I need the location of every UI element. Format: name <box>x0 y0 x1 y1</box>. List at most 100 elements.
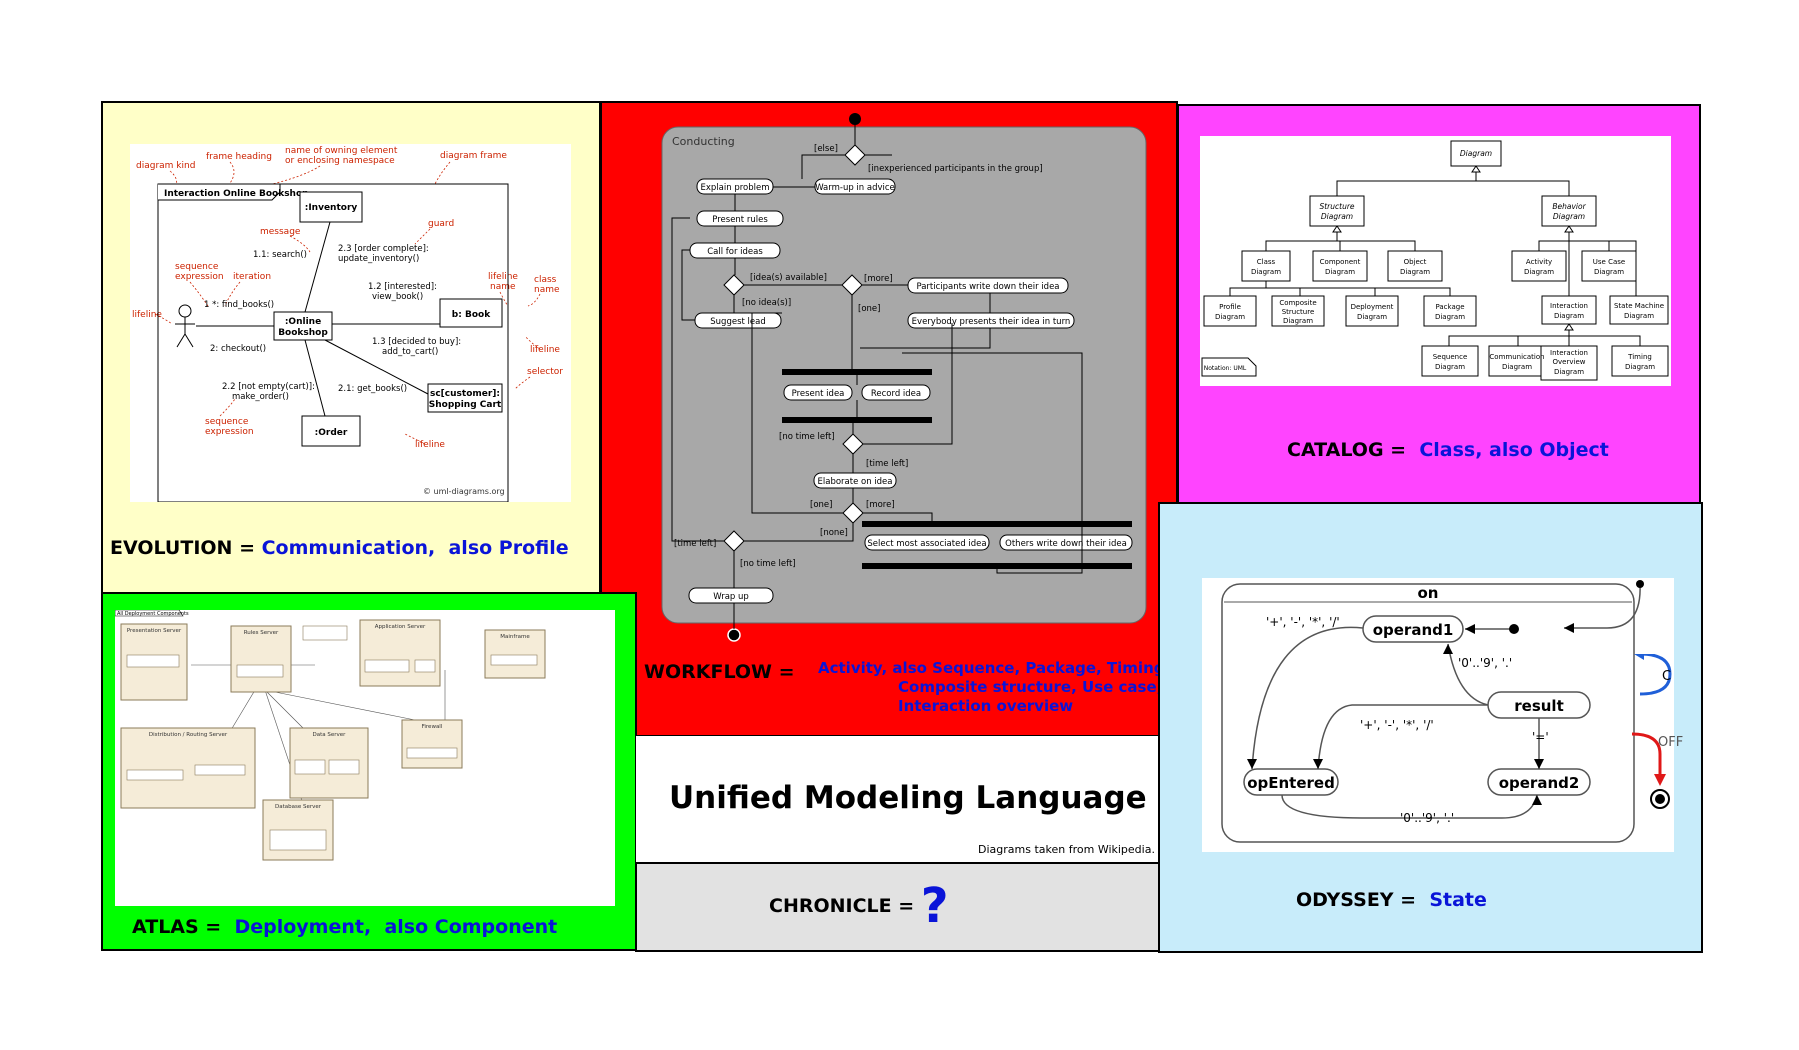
tr-ops-1: '+', '-', '*', '/' <box>1266 615 1340 629</box>
cls-io-2: Overview <box>1553 358 1586 366</box>
dep-mainframe: Mainframe <box>500 634 530 640</box>
tr-digits-2: '0'..'9', '.' <box>1400 811 1454 825</box>
dep-database: Database Server <box>275 804 322 810</box>
workflow-line1: Activity, also Sequence, Package, Timing… <box>818 659 1171 677</box>
evolution-primary: Communication, <box>261 537 436 559</box>
state-operand2: operand2 <box>1499 774 1580 792</box>
cls-class-2: Diagram <box>1251 268 1281 276</box>
state-outer-transitions: C OFF <box>1631 654 1683 809</box>
dep-presentation: Presentation Server <box>127 628 182 634</box>
cls-object-1: Object <box>1404 258 1427 266</box>
cls-sequence-2: Diagram <box>1435 363 1465 371</box>
obj-sc: sc[customer]: <box>430 389 500 399</box>
act-record-idea: Record idea <box>871 389 921 399</box>
ann-seq-4: expression <box>205 427 254 437</box>
cls-activity-1: Activity <box>1526 258 1552 266</box>
state-diagram: on operand1 result opEntered operand2 <box>1202 578 1674 852</box>
g-inexperienced: [inexperienced participants in the group… <box>868 164 1043 174</box>
dep-distribution: Distribution / Routing Server <box>149 732 228 738</box>
tr-ops-2: '+', '-', '*', '/' <box>1360 718 1434 732</box>
atlas-caption: ATLAS = Deployment, also Component <box>132 916 557 938</box>
ann-seq-1: sequence <box>175 262 219 272</box>
obj-book: b: Book <box>452 310 491 320</box>
act-elaborate: Elaborate on idea <box>818 477 893 487</box>
act-wrap: Wrap up <box>713 592 749 602</box>
odyssey-eq: = <box>1393 889 1423 911</box>
cls-timing-1: Timing <box>1627 353 1652 361</box>
class-hierarchy-diagram: Diagram Structure Diagram Behavior Diagr… <box>1200 136 1671 386</box>
obj-bookshop: Bookshop <box>278 328 328 338</box>
chronicle-caption: CHRONICLE = ? <box>769 878 949 934</box>
act-explain: Explain problem <box>701 183 770 193</box>
cls-usecase-2: Diagram <box>1594 268 1624 276</box>
cls-io-1: Interaction <box>1550 349 1588 357</box>
evolution-name: EVOLUTION <box>110 537 233 559</box>
ann-diagram-frame: diagram frame <box>440 151 507 161</box>
cls-activity-2: Diagram <box>1524 268 1554 276</box>
dep-frame: All Deployment Components <box>117 611 189 617</box>
cls-object-2: Diagram <box>1400 268 1430 276</box>
cls-communication-2: Diagram <box>1502 363 1532 371</box>
act-call-ideas: Call for ideas <box>707 247 763 257</box>
ann-guard: guard <box>428 219 454 229</box>
odyssey-panel: on operand1 result opEntered operand2 <box>1158 502 1703 953</box>
msg-2-3a: 2.3 [order complete]: <box>338 244 429 254</box>
cls-notation: Notation: UML <box>1204 365 1247 372</box>
cls-component-2: Diagram <box>1325 268 1355 276</box>
class-hierarchy-svg: Diagram Structure Diagram Behavior Diagr… <box>1201 140 1669 381</box>
dep-rules: Rules Server <box>244 630 279 636</box>
atlas-name: ATLAS <box>132 916 199 938</box>
ann-name-1: name <box>490 282 516 292</box>
communication-diagram: diagram kind frame heading name of ownin… <box>130 144 571 502</box>
catalog-caption: CATALOG = Class, also Object <box>1287 439 1609 461</box>
activity-diagram: Conducting <box>661 113 1147 642</box>
act-present-rules: Present rules <box>712 215 768 225</box>
catalog-eq: = <box>1383 439 1413 461</box>
obj-inventory: :Inventory <box>305 203 358 213</box>
cls-deployment-1: Deployment <box>1351 303 1394 311</box>
cls-communication-1: Communication <box>1489 353 1544 361</box>
cls-deployment-2: Diagram <box>1357 313 1387 321</box>
evolution-panel: diagram kind frame heading name of ownin… <box>101 101 601 596</box>
communication-diagram-svg: diagram kind frame heading name of ownin… <box>132 146 563 502</box>
ann-seq-2: expression <box>175 272 224 282</box>
ann-owning-2: or enclosing namespace <box>285 156 395 166</box>
g-none: [none] <box>820 528 848 538</box>
deployment-diagram: All Deployment Components <box>115 610 615 906</box>
odyssey-name: ODYSSEY <box>1296 889 1394 911</box>
catalog-name: CATALOG <box>1287 439 1384 461</box>
workflow-name: WORKFLOW <box>644 661 772 683</box>
cls-composite-3: Diagram <box>1283 317 1313 325</box>
atlas-primary: Deployment, <box>234 916 372 938</box>
msg-1-3a: 1.3 [decided to buy]: <box>372 337 461 347</box>
act-others: Others write down their idea <box>1005 539 1127 549</box>
act-present-idea: Present idea <box>792 389 845 399</box>
act-participants: Participants write down their idea <box>916 282 1059 292</box>
atlas-panel: All Deployment Components <box>101 592 637 951</box>
odyssey-caption: ODYSSEY = State <box>1296 889 1487 911</box>
cls-package-1: Package <box>1435 303 1464 311</box>
dep-data: Data Server <box>313 732 347 738</box>
cls-io-3: Diagram <box>1554 368 1584 376</box>
cls-statemachine-2: Diagram <box>1624 312 1654 320</box>
workflow-line2: Composite structure, Use case, <box>898 678 1163 696</box>
catalog-panel: Diagram Structure Diagram Behavior Diagr… <box>1177 104 1701 505</box>
g-else: [else] <box>814 144 838 154</box>
g-notimeleft: [no time left] <box>779 432 835 442</box>
chronicle-name: CHRONICLE <box>769 895 892 917</box>
deployment-svg: All Deployment Components <box>115 610 546 861</box>
msg-2: 2: checkout() <box>210 344 266 354</box>
dep-application: Application Server <box>375 624 426 630</box>
cls-usecase-1: Use Case <box>1593 258 1625 266</box>
tr-off: OFF <box>1658 735 1683 750</box>
cls-behavior-2: Diagram <box>1553 212 1585 221</box>
comm-frame-heading: Interaction Online Bookshop <box>164 189 309 199</box>
cls-composite-1: Composite <box>1279 299 1316 307</box>
cls-profile-2: Diagram <box>1215 313 1245 321</box>
odyssey-primary: State <box>1429 889 1487 911</box>
cls-interaction-1: Interaction <box>1550 302 1588 310</box>
ann-selector: selector <box>527 367 563 377</box>
g-one2: [one] <box>810 500 832 510</box>
ann-lifeline-3: lifeline <box>530 345 560 355</box>
ann-seq-3: sequence <box>205 417 249 427</box>
